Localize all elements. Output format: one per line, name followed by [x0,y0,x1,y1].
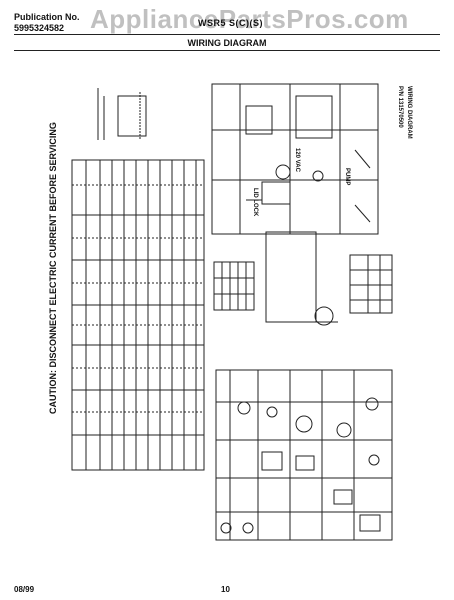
diagram-label-pump: PUMP [344,168,350,186]
footer-date: 08/99 [14,585,35,594]
publication-block: Publication No. 5995324582 [14,12,80,34]
page-title: WIRING DIAGRAM [187,38,267,48]
page-number: 10 [221,585,230,594]
watermark: AppliancePartsPros.com [90,4,409,34]
chart-frame [71,159,205,471]
model-number: WSR5 S(C)(S) [198,18,263,28]
header-rule-top [14,34,440,35]
header-rule-bottom [14,50,440,51]
diagram-label-wiring: WIRING DIAGRAM [406,86,412,139]
publication-label: Publication No. [14,12,80,22]
diagram-label-voltage: 120 VAC [294,148,300,172]
diagram-label-part-number: P/N 131570500 [397,86,403,128]
diagram-label-lid-lock: LID LOCK [252,188,258,217]
publication-number: 5995324582 [14,23,65,33]
